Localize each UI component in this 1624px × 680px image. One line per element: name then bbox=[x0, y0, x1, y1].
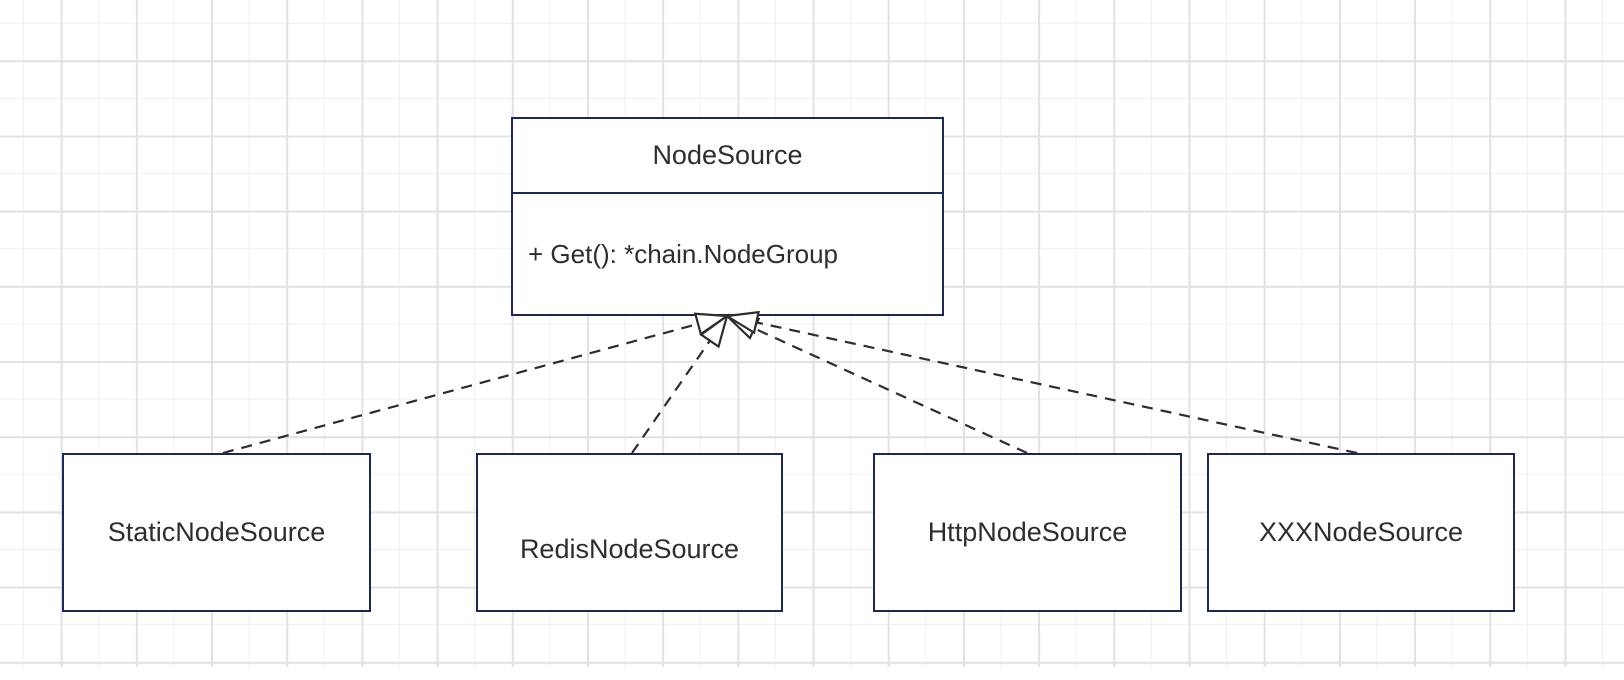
class-title-xxxnodesource: XXXNodeSource bbox=[1258, 517, 1464, 547]
class-compartment-divider bbox=[513, 192, 942, 194]
realization-edge-HttpNodeSource[interactable] bbox=[753, 327, 1028, 455]
class-method-get: + Get(): *chain.NodeGroup bbox=[528, 238, 838, 269]
class-title-staticnodesource: StaticNodeSource bbox=[107, 517, 326, 547]
class-title-httpnodesource: HttpNodeSource bbox=[927, 517, 1128, 547]
hollow-triangle-arrowhead-StaticNodeSource bbox=[693, 312, 731, 336]
hollow-triangle-arrowhead-HttpNodeSource bbox=[723, 314, 761, 340]
class-box-staticnodesource[interactable]: StaticNodeSource bbox=[62, 453, 371, 612]
class-box-nodesource[interactable]: NodeSource + Get(): *chain.NodeGroup bbox=[511, 117, 944, 316]
class-title-nodesource: NodeSource bbox=[652, 140, 803, 170]
class-box-redisnodesource[interactable]: RedisNodeSource bbox=[476, 453, 783, 612]
class-title-redisnodesource: RedisNodeSource bbox=[519, 534, 740, 564]
realization-edge-RedisNodeSource[interactable] bbox=[631, 340, 711, 454]
hollow-triangle-arrowhead-RedisNodeSource bbox=[699, 313, 729, 349]
realization-edge-XXXNodeSource[interactable] bbox=[756, 321, 1358, 455]
class-box-xxxnodesource[interactable]: XXXNodeSource bbox=[1207, 453, 1515, 612]
realization-edge-StaticNodeSource[interactable] bbox=[222, 322, 699, 455]
class-box-httpnodesource[interactable]: HttpNodeSource bbox=[873, 453, 1182, 612]
